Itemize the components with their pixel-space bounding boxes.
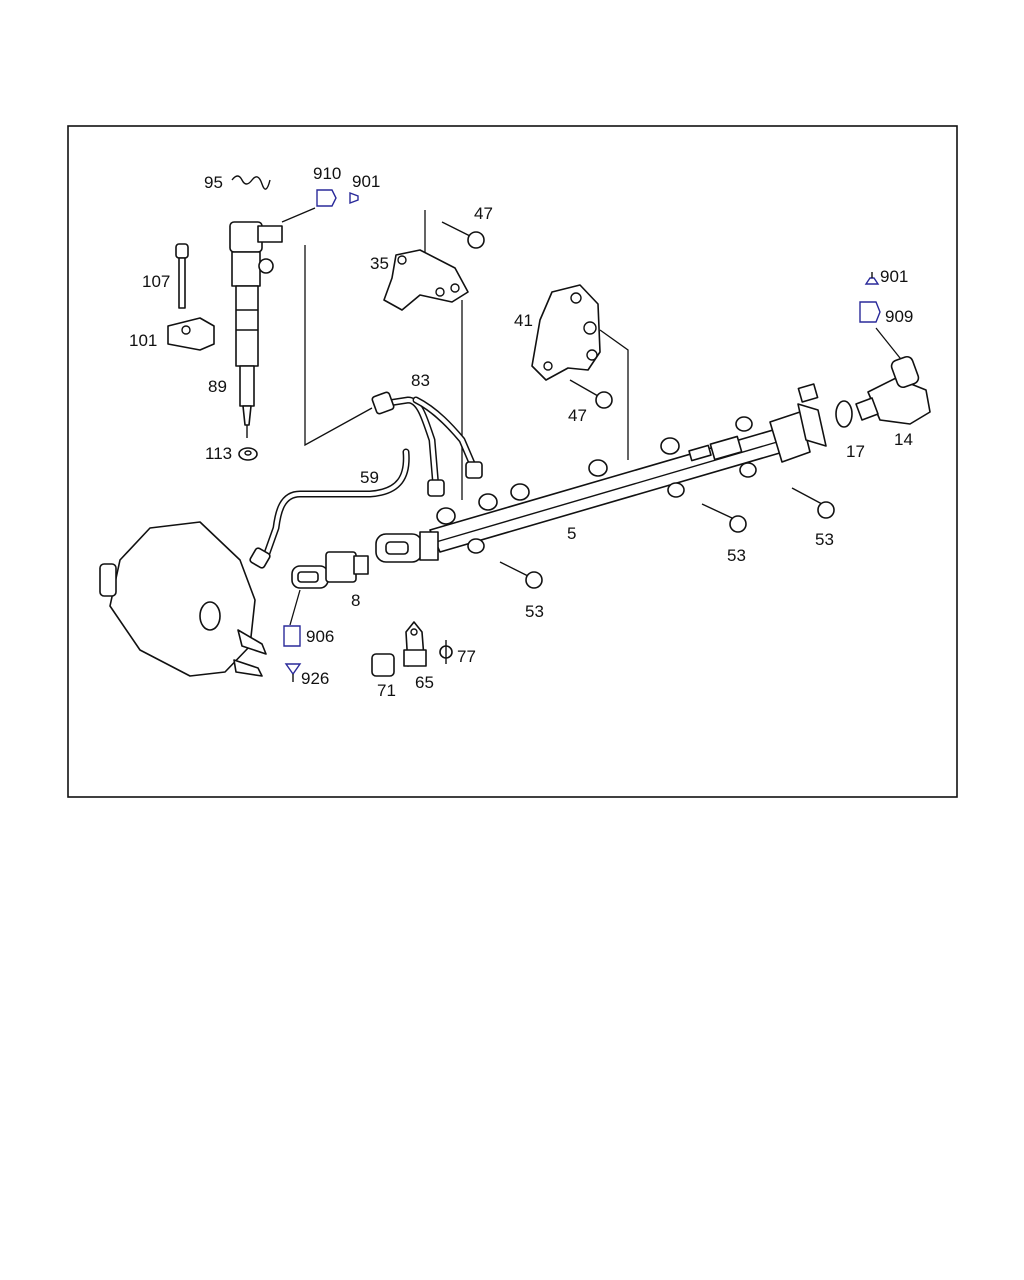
label-8: 8	[351, 591, 360, 610]
spring-95	[231, 175, 271, 190]
part-labels: 95 910 901 47 35 107 101 89 113 83 59 41…	[129, 164, 913, 700]
label-71: 71	[377, 681, 396, 700]
bolt-107	[175, 243, 189, 309]
injector-89	[229, 221, 283, 438]
label-95: 95	[204, 173, 223, 192]
sensor-8	[291, 551, 369, 589]
nut-71	[371, 653, 395, 677]
label-41: 41	[514, 311, 533, 330]
diagram-frame	[67, 125, 958, 798]
bolt-53-left	[499, 561, 543, 589]
bolt-47-upper	[441, 221, 485, 249]
o-ring-17	[835, 400, 853, 428]
label-89: 89	[208, 377, 227, 396]
cap-909	[859, 301, 881, 323]
screw-77	[439, 640, 453, 664]
cap-910	[316, 189, 337, 207]
label-53-middle: 53	[727, 546, 746, 565]
pipe-83	[371, 391, 483, 497]
fuel-rail-5	[429, 383, 827, 554]
label-35: 35	[370, 254, 389, 273]
label-910: 910	[313, 164, 341, 183]
label-926: 926	[301, 669, 329, 688]
pump	[99, 521, 267, 677]
label-77: 77	[457, 647, 476, 666]
label-909: 909	[885, 307, 913, 326]
pipe-59	[249, 448, 410, 569]
label-47-upper: 47	[474, 204, 493, 223]
label-901-top: 901	[352, 172, 380, 191]
rail-sensor	[375, 531, 439, 563]
label-901-right: 901	[880, 267, 908, 286]
label-17: 17	[846, 442, 865, 461]
bracket-35	[383, 249, 469, 311]
cap-901-top	[349, 191, 359, 205]
label-906: 906	[306, 627, 334, 646]
bracket-41	[531, 284, 601, 381]
label-59: 59	[360, 468, 379, 487]
label-14: 14	[894, 430, 913, 449]
cap-901-right	[864, 272, 880, 285]
bolt-53-right	[791, 487, 835, 519]
valve-14	[855, 355, 931, 425]
bolt-53-middle	[701, 503, 747, 533]
label-101: 101	[129, 331, 157, 350]
cap-906	[283, 625, 301, 647]
label-83: 83	[411, 371, 430, 390]
label-53-right: 53	[815, 530, 834, 549]
bolt-47-lower	[569, 379, 613, 409]
cap-926	[284, 663, 302, 682]
label-53-left: 53	[525, 602, 544, 621]
label-107: 107	[142, 272, 170, 291]
label-47-lower: 47	[568, 406, 587, 425]
label-5: 5	[567, 524, 576, 543]
clip-65	[403, 621, 427, 667]
label-65: 65	[415, 673, 434, 692]
label-113: 113	[205, 444, 232, 463]
washer-113	[238, 447, 258, 461]
leader-lines	[281, 207, 909, 626]
clamp-101	[167, 317, 215, 351]
